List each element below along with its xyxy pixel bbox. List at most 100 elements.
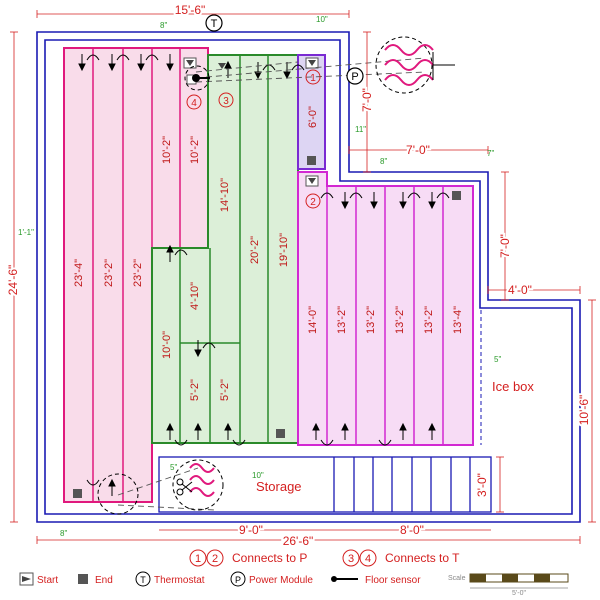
- connect-marker-2: [305, 193, 321, 209]
- legend: 1 2 Connects to P 3 4 Connects to T Star…: [19, 549, 569, 597]
- legend-floor-sensor-icon: [331, 576, 358, 582]
- panel-label: 20'-2": [249, 236, 261, 264]
- panel-label: 4'-10": [189, 282, 201, 310]
- dim-gap-storage: 10": [252, 471, 264, 480]
- panel-label: 10'-2": [161, 136, 173, 164]
- sensor-lines: [117, 57, 426, 511]
- dim-gap-side: 11": [355, 125, 366, 134]
- storage-area: [158, 456, 492, 513]
- arrow-up-icon: [194, 422, 202, 440]
- legend-thermostat: Thermostat: [154, 575, 205, 586]
- dim-step-width: 7'-0": [406, 143, 430, 157]
- panel-label: 13'-4": [452, 306, 464, 334]
- legend-floor-sensor: Floor sensor: [365, 575, 421, 586]
- start-icon: [308, 178, 316, 184]
- room-label-storage: Storage: [256, 479, 302, 494]
- connect-marker-3: [218, 92, 234, 108]
- heating-panels: [63, 47, 474, 503]
- cable-coil-icon: [189, 463, 215, 497]
- panel-label: 13'-2": [336, 306, 348, 334]
- thermostat-marker: [205, 14, 223, 32]
- legend-power-symbol: P: [235, 575, 241, 585]
- dim-gap-left: 1'-1": [18, 228, 34, 237]
- panel-label: 23'-4": [73, 259, 85, 287]
- dim-top-width: 15'-6": [175, 3, 206, 17]
- legend-circle-4-label: 4: [365, 553, 371, 565]
- legend-start-icon: [22, 576, 31, 582]
- connect-marker-2-label: 2: [310, 197, 316, 208]
- panel-label: 10'-0": [161, 331, 173, 359]
- arrow-down-icon: [166, 54, 174, 72]
- dim-left-height: 24'-6": [6, 265, 20, 296]
- legend-connects-p: Connects to P: [232, 551, 307, 565]
- arrow-up-icon: [399, 422, 407, 440]
- legend-scale: Scale: [448, 575, 466, 582]
- legend-circle-1: [189, 549, 207, 567]
- arrow-down-icon: [283, 62, 291, 80]
- legend-thermostat-symbol: T: [140, 575, 146, 585]
- cable-coil-icon: [384, 44, 434, 86]
- legend-scale-value: 5'-0": [512, 590, 526, 597]
- connect-marker-1: [305, 69, 321, 85]
- end-icon: [452, 191, 461, 200]
- floor-sensor-icon: [192, 74, 210, 82]
- dim-gap-bottom-left: 8": [60, 529, 67, 538]
- legend-thermostat-icon: [135, 571, 151, 587]
- legend-circle-1-label: 1: [195, 553, 201, 565]
- junction-circle: [97, 473, 139, 515]
- dim-right-upper: 7'-0": [360, 88, 374, 112]
- turn-arcs: [86, 54, 450, 486]
- arrow-up-icon: [224, 60, 232, 78]
- start-icon: [218, 63, 226, 69]
- connect-marker-4: [186, 94, 202, 110]
- start-icon: [186, 60, 194, 66]
- end-icon: [73, 489, 82, 498]
- dim-gap-mid: 8": [380, 157, 387, 166]
- arrow-up-icon: [166, 422, 174, 440]
- dim-gap-right: 7": [487, 149, 494, 158]
- arrow-up-icon: [341, 422, 349, 440]
- storage-box: [158, 456, 492, 513]
- panel-label: 14'-10": [219, 178, 231, 212]
- legend-circle-3-label: 3: [348, 553, 354, 565]
- arrow-down-icon: [399, 192, 407, 210]
- dim-stair-height: 3'-0": [475, 473, 489, 497]
- dim-gap-storage-icon: 5": [170, 463, 177, 472]
- legend-circle-3: [342, 549, 360, 567]
- arrow-down-icon: [194, 340, 202, 358]
- dim-right-mid: 7'-0": [498, 234, 512, 258]
- scissors-icon: [176, 478, 193, 496]
- dim-bottom-left: 9'-0": [239, 523, 263, 537]
- legend-power-icon: [230, 571, 246, 587]
- end-icon: [276, 429, 285, 438]
- legend-start: Start: [37, 575, 58, 586]
- arrow-down-icon: [428, 192, 436, 210]
- arrow-down-icon: [137, 54, 145, 72]
- panel-label: 5'-2": [189, 379, 201, 401]
- panel-label: 5'-2": [219, 379, 231, 401]
- legend-end: End: [95, 575, 113, 586]
- panel-label: 13'-2": [365, 306, 377, 334]
- panel-label: 13'-2": [394, 306, 406, 334]
- end-icon: [307, 156, 316, 165]
- panel-label: 6'-0": [307, 106, 319, 128]
- dimension-lines: [10, 10, 596, 544]
- arrow-down-icon: [341, 192, 349, 210]
- panel-label: 13'-2": [423, 306, 435, 334]
- junction-circle: [184, 65, 210, 91]
- legend-end-icon: [78, 574, 88, 584]
- legend-circle-4: [359, 549, 377, 567]
- arrow-down-icon: [254, 62, 262, 80]
- dim-step-width2: 4'-0": [508, 283, 532, 297]
- arrow-down-icon: [370, 192, 378, 210]
- arrow-up-icon: [312, 422, 320, 440]
- junction-circle: [172, 459, 224, 511]
- markers: T P 1 2 3 4: [186, 14, 364, 209]
- arrow-down-icon: [108, 54, 116, 72]
- legend-circle-2: [206, 549, 224, 567]
- power-module-marker-label: P: [351, 71, 358, 83]
- thermostat-marker-label: T: [211, 18, 218, 30]
- panel-label: 14'-0": [307, 306, 319, 334]
- panel-labels: 23'-4" 23'-2" 23'-2" 10'-2" 10'-2" 14'-1…: [73, 106, 464, 401]
- room-label-icebox: Ice box: [492, 379, 534, 394]
